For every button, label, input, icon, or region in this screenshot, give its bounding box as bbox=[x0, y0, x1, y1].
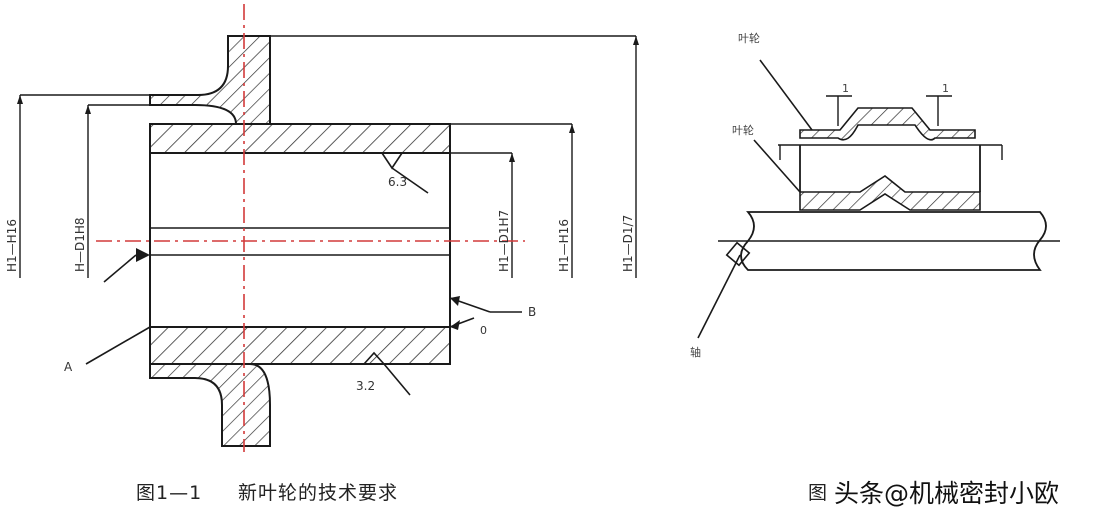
watermark-text: 头条@机械密封小欧 bbox=[834, 479, 1060, 508]
upper-hub-wall bbox=[149, 123, 451, 154]
dimension-labels: H1—H16 H—D1H8 H1—D1H7 H1—H16 H1—D1/7 bbox=[5, 210, 635, 272]
label-side: 叶轮 bbox=[732, 123, 754, 137]
leader-side bbox=[753, 139, 801, 193]
dim-label-3: H1—D1H7 bbox=[497, 210, 511, 272]
caption-left-title: 新叶轮的技术要求 bbox=[238, 482, 399, 504]
dim-label-5: H1—D1/7 bbox=[621, 215, 635, 272]
impeller-sleeve bbox=[799, 175, 981, 211]
upper-disc-stem bbox=[149, 35, 271, 125]
leader-top bbox=[759, 59, 813, 131]
impeller-on-shaft-view bbox=[697, 59, 1060, 339]
tick-label-right: 1 bbox=[942, 82, 949, 95]
shaft bbox=[740, 211, 1047, 271]
tick-label-left: 1 bbox=[842, 82, 849, 95]
impeller-section-view bbox=[17, 35, 639, 447]
right-annotation-labels: 叶轮 叶轮 轴 1 1 bbox=[690, 31, 949, 359]
label-shaft: 轴 bbox=[690, 345, 701, 359]
dim-label-4: H1—H16 bbox=[557, 219, 571, 272]
lower-hub-wall bbox=[149, 326, 451, 365]
leader-shaft bbox=[697, 254, 741, 339]
roughness-label-lower: 3.2 bbox=[356, 379, 375, 393]
caption-right-partial: 图 bbox=[808, 482, 829, 504]
roughness-symbol-lower bbox=[363, 351, 385, 365]
datum-a-triangle bbox=[136, 248, 150, 262]
dim-label-1: H1—H16 bbox=[5, 219, 19, 272]
annotation-labels: 6.3 3.2 A B 0 bbox=[64, 175, 536, 393]
roughness-label-upper: 6.3 bbox=[388, 175, 407, 189]
lower-disc-stem bbox=[149, 363, 271, 447]
roughness-symbol-upper bbox=[381, 152, 403, 170]
datum-b-label: B bbox=[528, 305, 536, 319]
tolerance-small-label: 0 bbox=[480, 324, 487, 337]
impeller-top-profile bbox=[799, 107, 976, 141]
centerlines bbox=[96, 4, 525, 452]
caption-left-number: 图1—1 bbox=[136, 482, 203, 504]
label-top: 叶轮 bbox=[738, 31, 760, 45]
datum-a-label: A bbox=[64, 360, 73, 374]
dim-label-2: H—D1H8 bbox=[73, 217, 87, 272]
